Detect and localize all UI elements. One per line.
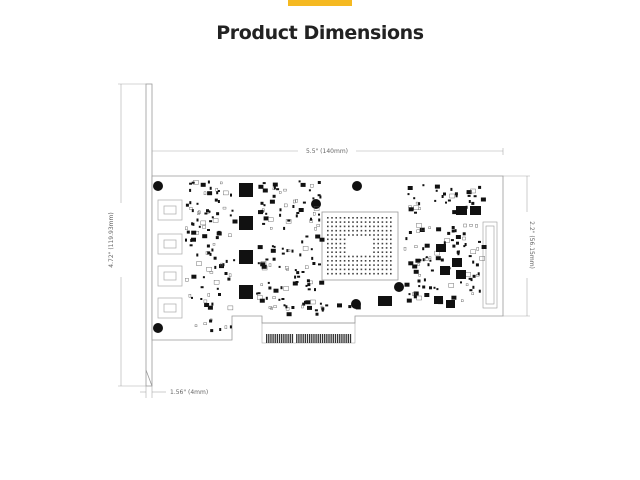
right-header: [482, 221, 498, 309]
height-dimension-label: 4.72" (119.93mm): [108, 212, 115, 267]
magnetics-blocks: [239, 183, 253, 299]
rj45-ports: [157, 199, 183, 319]
board-height-dimension-label: 2.2" (56.15mm): [528, 221, 535, 269]
dimension-lines: [118, 83, 530, 398]
pcie-gold-fingers: [266, 334, 352, 343]
smd-components: [185, 180, 487, 333]
pcie-connector-outline: [261, 322, 356, 344]
accent-bar: [288, 0, 352, 6]
offset-dimension-label: 1.56" (4mm): [170, 389, 208, 396]
controller-chip: [321, 211, 399, 281]
mounting-holes: [153, 181, 404, 333]
mounting-bracket: [145, 83, 153, 387]
page-title: Product Dimensions: [216, 22, 424, 44]
power-components: [378, 206, 481, 308]
width-dimension-label: 5.5" (140mm): [306, 148, 348, 155]
